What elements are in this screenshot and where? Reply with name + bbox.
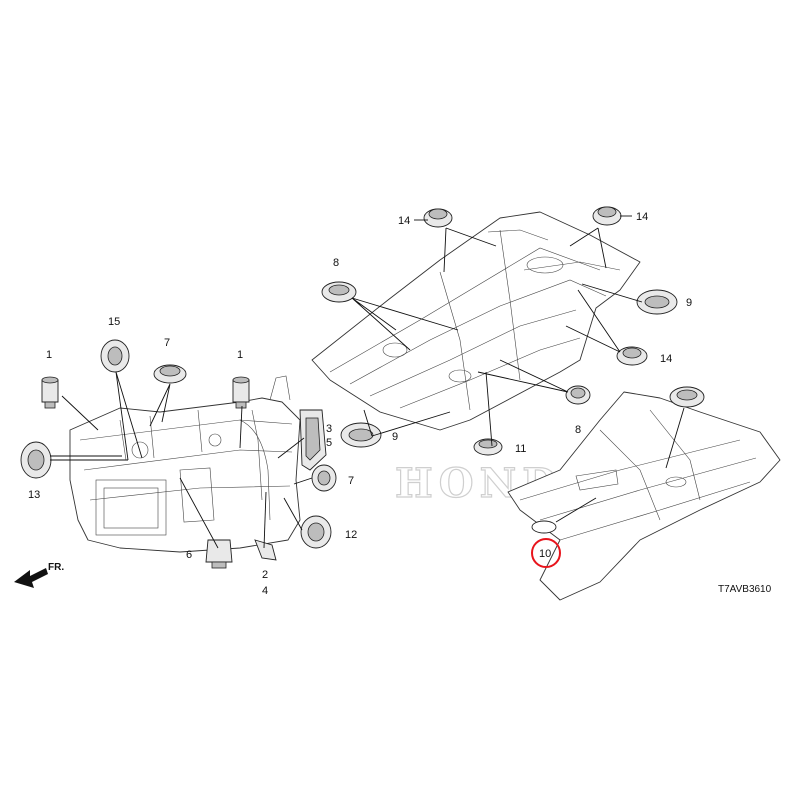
plug-8-right <box>565 385 591 405</box>
rear-leader-lines <box>555 407 685 523</box>
floor-panel-frame <box>311 211 641 431</box>
plug-8-rear <box>669 386 705 408</box>
callout-9-right: 9 <box>686 297 692 309</box>
front-direction-arrow-icon <box>14 568 48 588</box>
plug-8-top <box>321 281 357 303</box>
plug-7-top <box>153 364 187 384</box>
seal-10 <box>531 520 557 534</box>
callout-2: 2 <box>262 569 268 581</box>
callout-14-right: 14 <box>660 353 672 365</box>
plug-15 <box>100 339 130 373</box>
plug-14-top-right <box>592 206 622 226</box>
front-leader-lines <box>50 371 313 549</box>
callout-4: 4 <box>262 585 268 597</box>
callout-1-left: 1 <box>46 349 52 361</box>
callout-14-top-right: 14 <box>636 211 648 223</box>
callout-12: 12 <box>345 529 357 541</box>
callout-15: 15 <box>108 316 120 328</box>
bracket-2-4 <box>254 539 277 561</box>
callout-14-top-left: 14 <box>398 215 410 227</box>
callout-5: 5 <box>326 437 332 449</box>
callout-7-top: 7 <box>164 337 170 349</box>
plug-14-top-left <box>423 208 453 228</box>
callout-8-right: 8 <box>575 424 581 436</box>
callout-8-top: 8 <box>333 257 339 269</box>
diagram-code: T7AVB3610 <box>718 584 772 595</box>
plug-11 <box>473 438 503 456</box>
callout-6: 6 <box>186 549 192 561</box>
plug-14-right <box>616 346 648 366</box>
plug-9-bottom <box>340 422 382 448</box>
callout-13: 13 <box>28 489 40 501</box>
plug-9-right <box>636 289 678 315</box>
callout-7-side: 7 <box>348 475 354 487</box>
callout-11: 11 <box>515 443 526 455</box>
callout-10: 10 <box>539 548 551 560</box>
grommet-1-right <box>232 376 250 409</box>
mount-6 <box>205 539 233 569</box>
front-body-frame <box>69 375 301 553</box>
rear-floor-frame <box>507 391 781 601</box>
seal-3-5 <box>299 409 327 471</box>
direction-label: FR. <box>48 562 64 573</box>
plug-7-side <box>311 464 337 492</box>
callout-9-bottom: 9 <box>392 431 398 443</box>
plug-13 <box>20 441 52 479</box>
plug-12 <box>300 515 332 549</box>
callout-1-right: 1 <box>237 349 243 361</box>
grommet-1-left <box>41 376 59 409</box>
highlight-circle <box>531 538 561 568</box>
floor-leader-lines <box>351 215 643 447</box>
callout-3: 3 <box>326 423 332 435</box>
